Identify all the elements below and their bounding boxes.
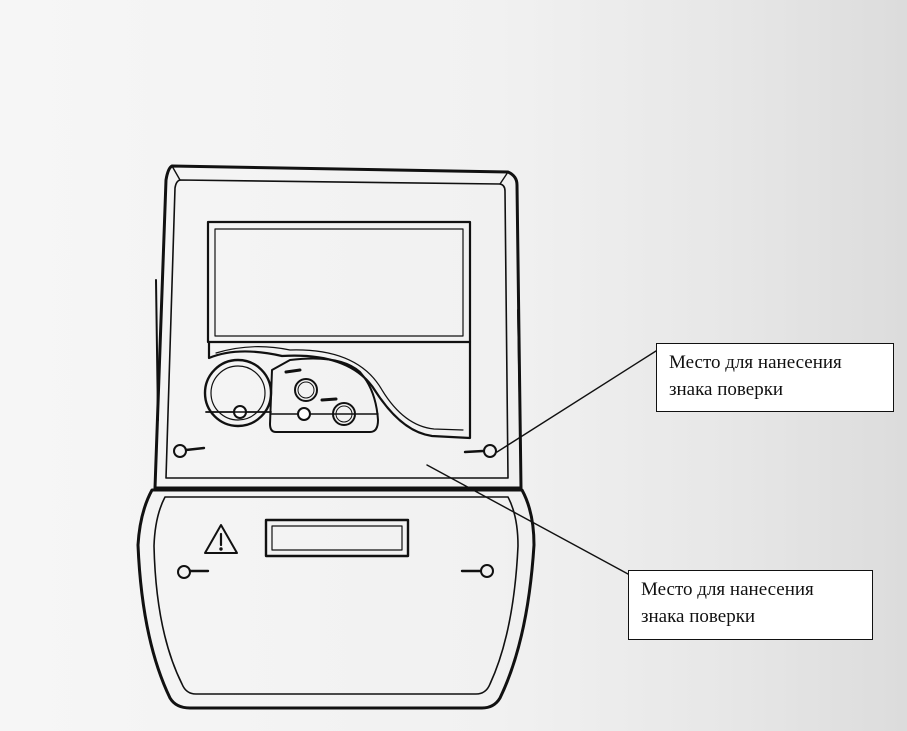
lcd-display-window — [206, 220, 472, 344]
seal-screw-icon — [463, 444, 497, 458]
callout-2-leader-line — [426, 464, 629, 575]
seal-screw-icon — [233, 405, 247, 419]
seal-screw-icon — [460, 564, 494, 578]
callout-2-line-1: Место для нанесения — [641, 579, 814, 600]
callout-1-line-1: Место для нанесения — [669, 352, 842, 373]
button-cluster-outline — [269, 357, 379, 433]
callout-1-line-2: знака поверки — [669, 379, 784, 400]
terminal-cover-window — [264, 518, 410, 558]
verification-mark-callout-1: Место для нанесения знака поверки — [656, 343, 894, 412]
seal-screw-icon — [173, 444, 206, 458]
callout-1-leader-line — [496, 350, 657, 453]
seal-screw-icon — [177, 565, 210, 579]
callout-2-line-2: знака поверки — [641, 606, 756, 627]
verification-mark-callout-2: Место для нанесения знака поверки — [628, 570, 873, 640]
round-button-icon — [332, 402, 356, 426]
terminal-cover — [136, 488, 536, 710]
meter-front-panel — [203, 220, 472, 440]
round-button-icon — [294, 378, 318, 402]
control-panel-swoosh — [207, 340, 472, 440]
warning-triangle-icon — [204, 524, 238, 554]
seal-screw-icon — [297, 407, 311, 421]
meter-upper-housing — [153, 164, 523, 490]
